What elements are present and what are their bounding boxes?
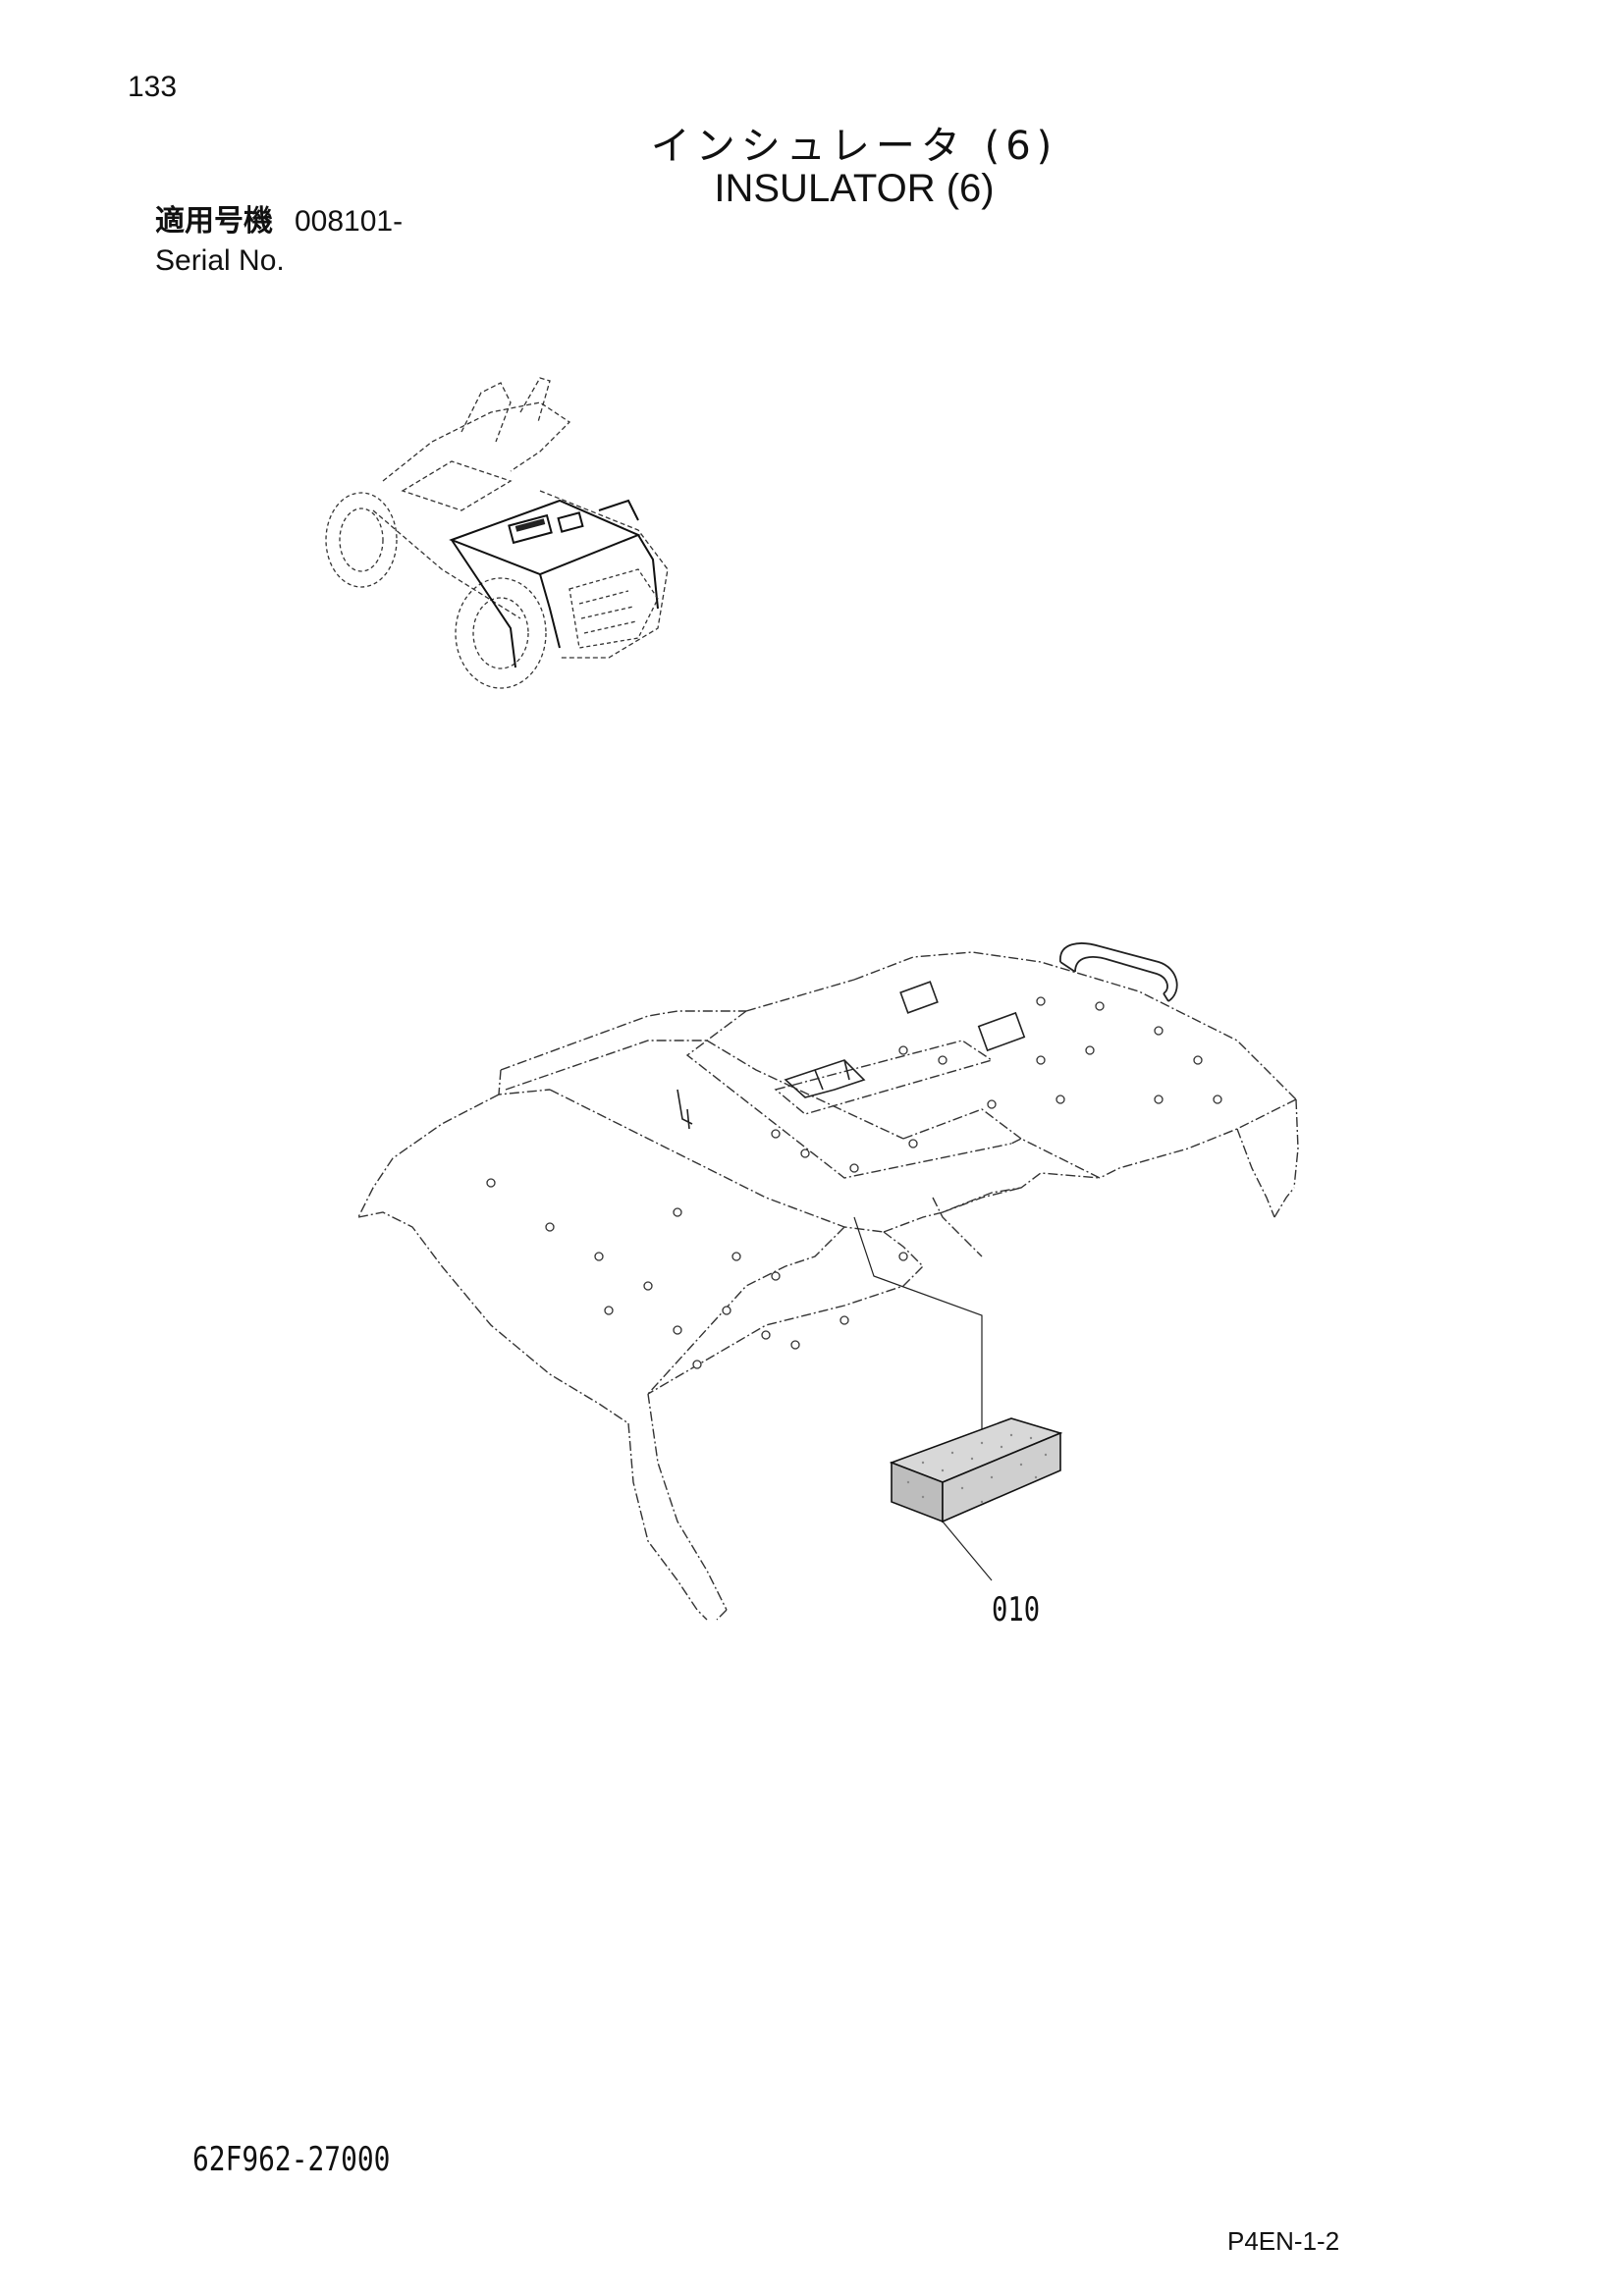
part-callout-010: 010: [992, 1590, 1041, 1629]
serial-row: 適用号機 008101-: [155, 202, 403, 241]
page-number: 133: [128, 71, 178, 103]
serial-label-english: Serial No.: [155, 244, 285, 277]
page-title-japanese: インシュレータ (6): [650, 124, 1058, 169]
drawing-number: 62F962-27000: [192, 2140, 391, 2179]
page-title-english: INSULATOR (6): [714, 167, 995, 210]
serial-value: 008101-: [295, 205, 404, 238]
machine-overview-illustration: [325, 377, 669, 689]
insulator-assembly-diagram: [357, 942, 1299, 1621]
serial-number-block: 適用号機 008101- Serial No.: [155, 202, 403, 281]
serial-label-japanese: 適用号機: [155, 204, 273, 239]
page-code: P4EN-1-2: [1227, 2226, 1340, 2256]
